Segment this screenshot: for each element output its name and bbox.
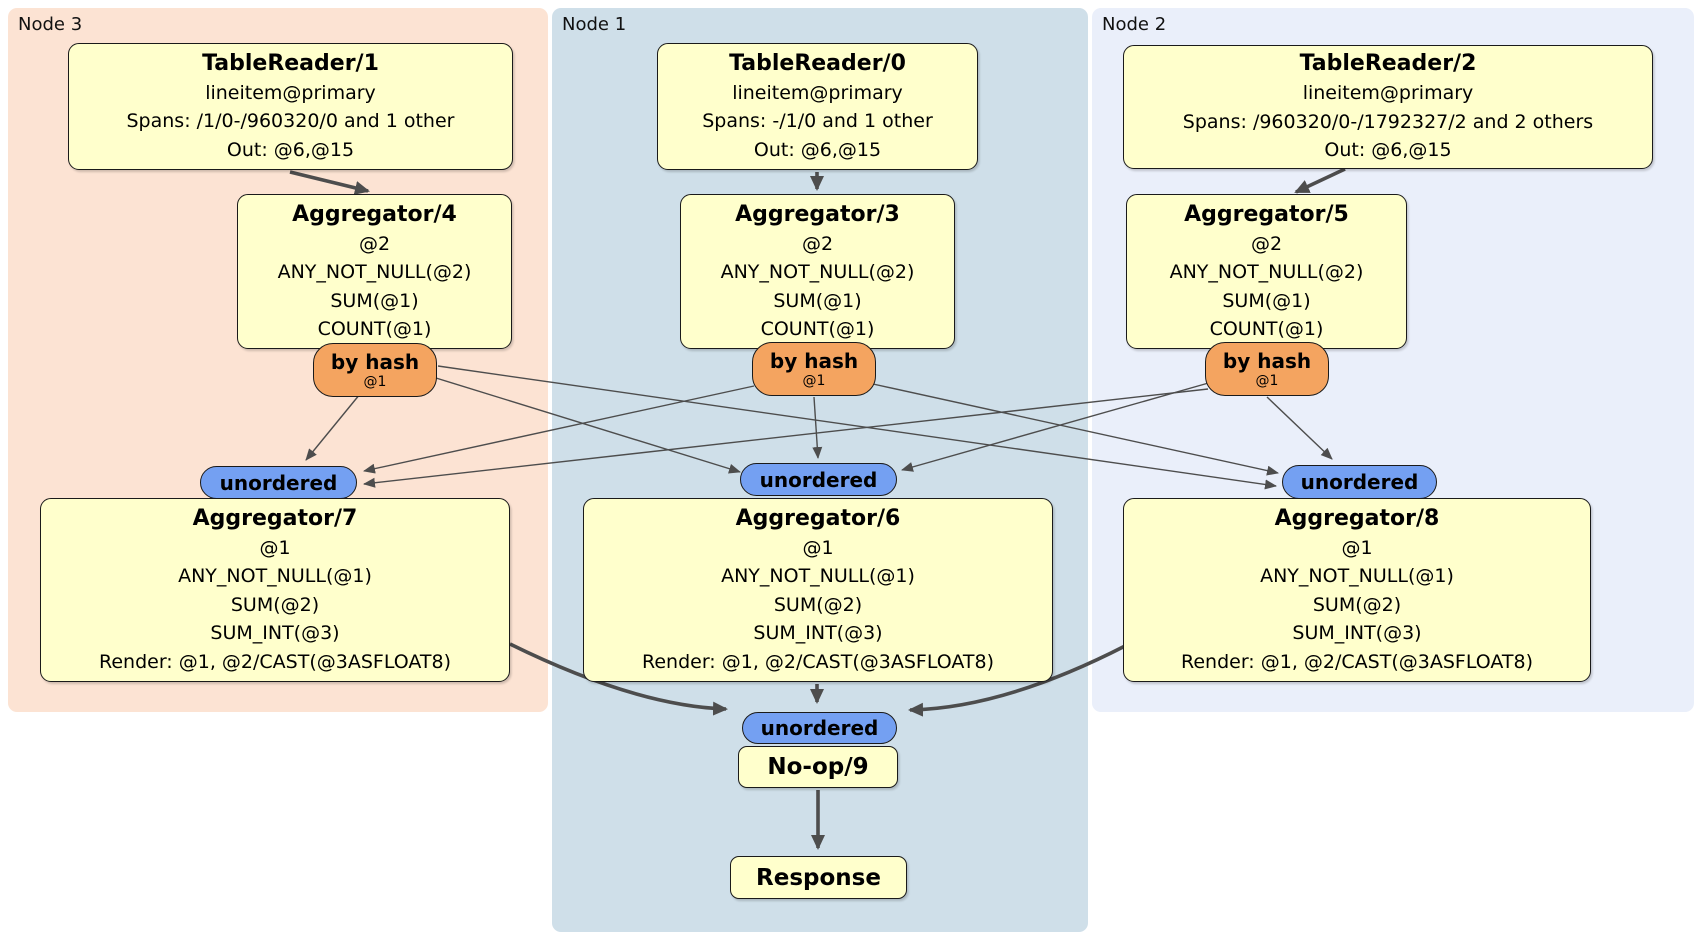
region-node1-label: Node 1 — [562, 14, 627, 35]
processor-title: Aggregator/8 — [1274, 505, 1440, 531]
processor-line: ANY_NOT_NULL(@2) — [277, 261, 472, 283]
processor-line: ANY_NOT_NULL(@2) — [1169, 261, 1364, 283]
processor-line: @2 — [358, 232, 391, 255]
processor-aggregator-8: Aggregator/8 @1 ANY_NOT_NULL(@1) SUM(@2)… — [1123, 498, 1591, 682]
processor-line: @1 — [259, 536, 291, 559]
router-by-hash-5: by hash @1 — [1205, 342, 1329, 396]
processor-line: Render: @1, @2/CAST(@3ASFLOAT8) — [642, 650, 994, 673]
processor-aggregator-4: Aggregator/4 @2 ANY_NOT_NULL(@2) SUM(@1)… — [237, 194, 512, 349]
processor-line: Render: @1, @2/CAST(@3ASFLOAT8) — [99, 650, 451, 673]
processor-title: Aggregator/5 — [1184, 201, 1349, 227]
stream-unordered-6: unordered — [740, 463, 897, 496]
processor-line: SUM(@2) — [1312, 593, 1402, 616]
processor-line: Spans: /1/0-/960320/0 and 1 other — [126, 110, 455, 133]
stream-label: unordered — [219, 470, 338, 495]
stream-label: unordered — [1300, 470, 1419, 494]
router-label: by hash — [330, 349, 420, 374]
processor-line: ANY_NOT_NULL(@1) — [178, 565, 372, 588]
processor-line: ANY_NOT_NULL(@1) — [1260, 565, 1454, 588]
processor-line: ANY_NOT_NULL(@2) — [720, 261, 915, 283]
processor-line: SUM(@2) — [773, 593, 863, 616]
processor-line: @2 — [1250, 232, 1283, 255]
processor-title: TableReader/0 — [729, 50, 906, 76]
processor-tablereader-1: TableReader/1 lineitem@primary Spans: /1… — [68, 43, 513, 170]
processor-title: Aggregator/4 — [292, 201, 457, 227]
processor-title: Aggregator/7 — [192, 505, 358, 531]
stream-unordered-7: unordered — [200, 466, 357, 499]
region-node3-label: Node 3 — [18, 14, 83, 35]
processor-line: Out: @6,@15 — [753, 138, 882, 161]
processor-line: @2 — [801, 232, 834, 255]
stream-label: unordered — [760, 716, 879, 740]
processor-title: Aggregator/3 — [735, 201, 900, 227]
region-node2-label: Node 2 — [1102, 14, 1167, 35]
processor-line: Render: @1, @2/CAST(@3ASFLOAT8) — [1181, 650, 1533, 673]
router-by-hash-3: by hash @1 — [752, 342, 876, 396]
processor-title: TableReader/2 — [1299, 51, 1477, 77]
router-key: @1 — [802, 372, 826, 389]
processor-line: @1 — [802, 536, 834, 559]
processor-aggregator-7: Aggregator/7 @1 ANY_NOT_NULL(@1) SUM(@2)… — [40, 498, 510, 682]
processor-line: Out: @6,@15 — [226, 138, 355, 161]
processor-title: No-op/9 — [767, 754, 869, 780]
processor-aggregator-6: Aggregator/6 @1 ANY_NOT_NULL(@1) SUM(@2)… — [583, 498, 1053, 682]
processor-line: @1 — [1341, 536, 1373, 559]
router-label: by hash — [1222, 348, 1312, 373]
processor-line: lineitem@primary — [205, 81, 376, 104]
processor-line: SUM(@1) — [330, 289, 419, 312]
processor-line: SUM(@1) — [1222, 289, 1311, 312]
processor-line: ANY_NOT_NULL(@1) — [721, 565, 915, 588]
router-key: @1 — [363, 373, 387, 390]
router-label: by hash — [769, 348, 859, 373]
stream-label: unordered — [759, 467, 878, 492]
processor-line: SUM_INT(@3) — [753, 622, 883, 645]
processor-line: Out: @6,@15 — [1324, 139, 1452, 162]
processor-aggregator-3: Aggregator/3 @2 ANY_NOT_NULL(@2) SUM(@1)… — [680, 194, 955, 349]
processor-line: lineitem@primary — [1302, 82, 1474, 105]
processor-tablereader-2: TableReader/2 lineitem@primary Spans: /9… — [1123, 45, 1653, 169]
processor-aggregator-5: Aggregator/5 @2 ANY_NOT_NULL(@2) SUM(@1)… — [1126, 194, 1407, 349]
processor-line: COUNT(@1) — [317, 318, 432, 340]
processor-tablereader-0: TableReader/0 lineitem@primary Spans: -/… — [657, 43, 978, 170]
processor-line: SUM_INT(@3) — [210, 622, 340, 645]
processor-line: Spans: -/1/0 and 1 other — [702, 110, 933, 133]
processor-title: TableReader/1 — [202, 50, 379, 76]
router-key: @1 — [1255, 372, 1279, 389]
processor-noop-9: No-op/9 — [738, 746, 898, 788]
router-by-hash-4: by hash @1 — [313, 343, 437, 397]
processor-line: lineitem@primary — [732, 81, 903, 104]
processor-line: COUNT(@1) — [760, 318, 875, 340]
processor-response: Response — [730, 856, 907, 899]
processor-line: SUM(@1) — [773, 289, 862, 312]
processor-title: Response — [756, 864, 881, 891]
processor-line: SUM(@2) — [230, 593, 320, 616]
processor-line: Spans: /960320/0-/1792327/2 and 2 others — [1182, 110, 1594, 133]
processor-title: Aggregator/6 — [735, 505, 901, 531]
processor-line: COUNT(@1) — [1209, 318, 1324, 340]
processor-line: SUM_INT(@3) — [1292, 622, 1422, 645]
stream-unordered-8: unordered — [1282, 465, 1437, 499]
stream-unordered-9: unordered — [742, 712, 897, 744]
